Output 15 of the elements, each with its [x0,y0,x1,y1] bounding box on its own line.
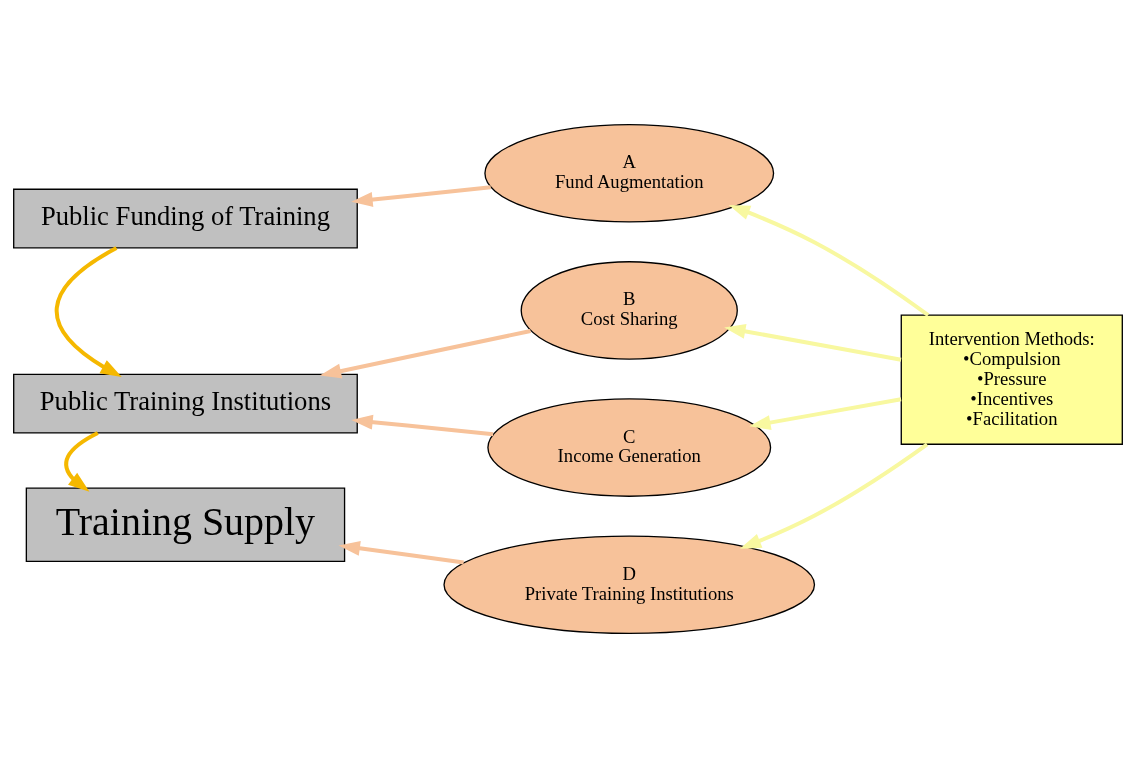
arrow [724,323,902,362]
arrow [64,431,99,492]
arrow [739,442,929,549]
arrow [351,185,491,207]
arrow [54,246,122,378]
arrow [338,540,464,565]
arrow [749,397,902,430]
node-box: Public Funding of Training [13,188,358,249]
arrow [351,414,494,437]
arrow [728,204,930,317]
arrow [319,329,531,379]
node-ellipse: B Cost Sharing [520,261,738,360]
node-box: Public Training Institutions [13,373,358,434]
node-box: Intervention Methods: •Compulsion •Pressure •Incentives •Facilitation [900,314,1123,445]
node-box: Training Supply [25,487,346,563]
